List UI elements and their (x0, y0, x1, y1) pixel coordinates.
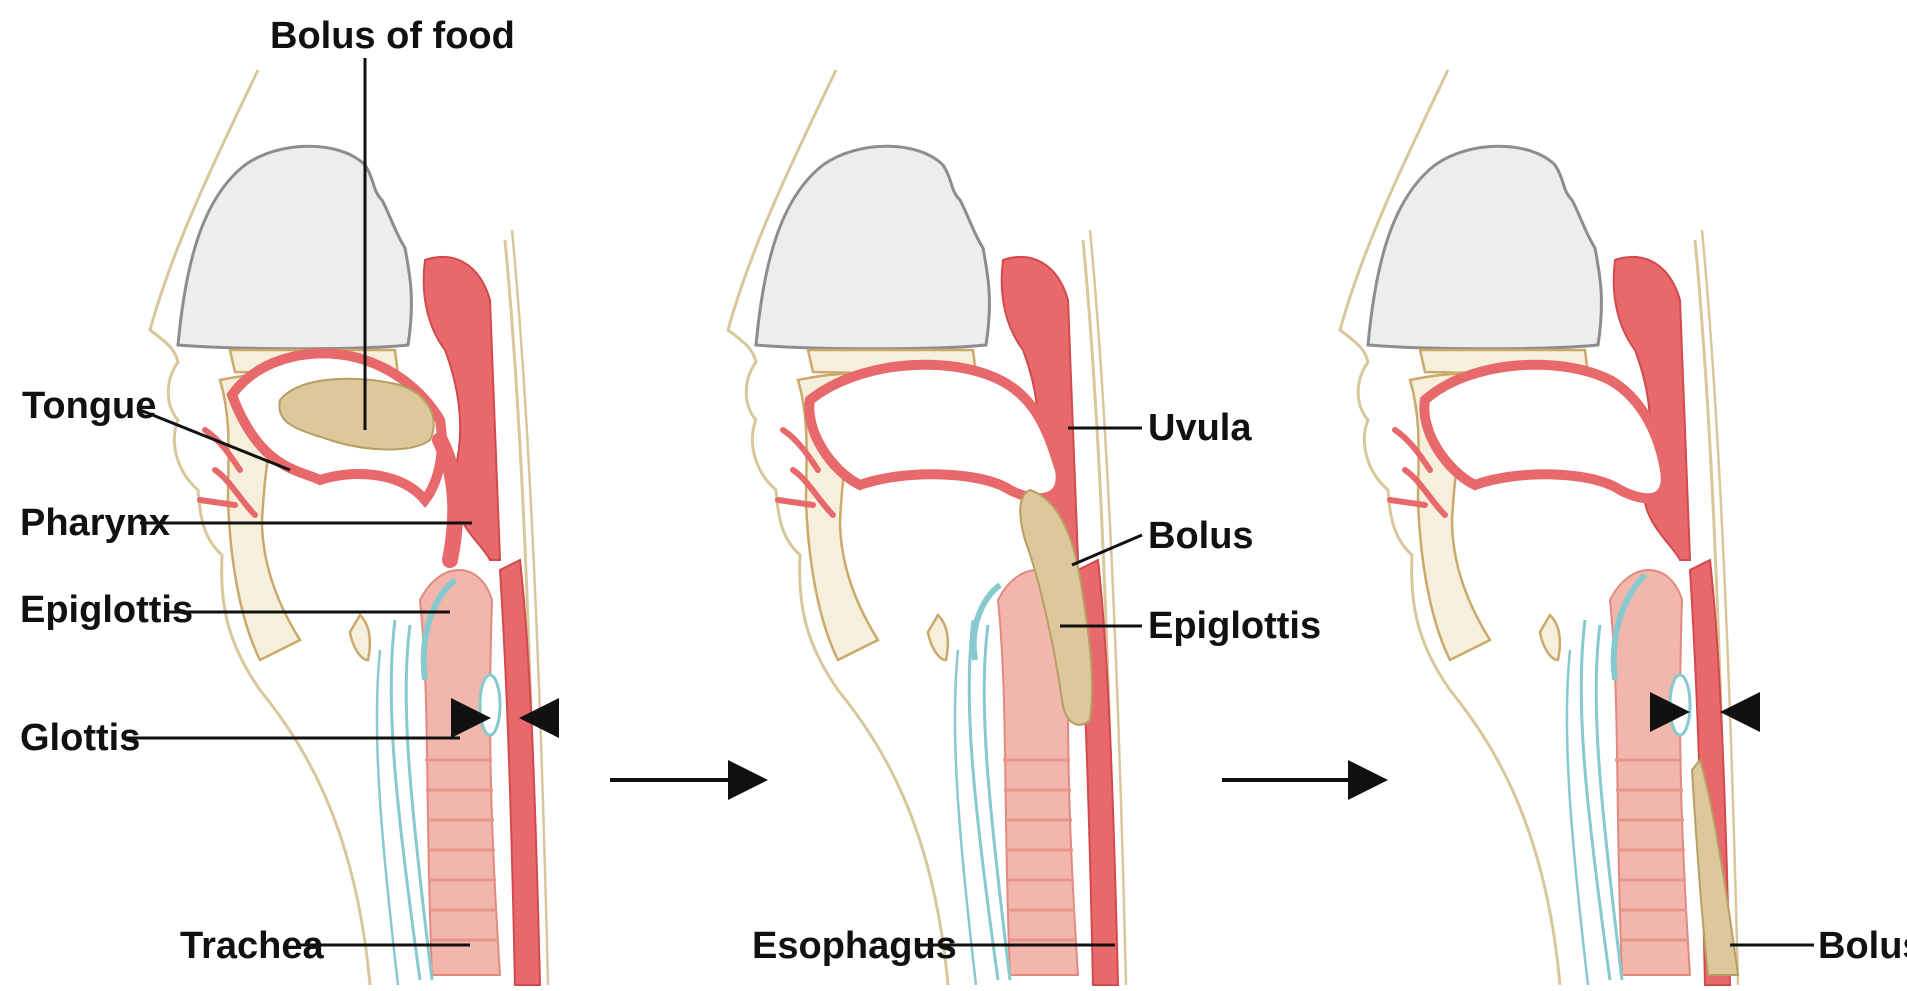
tongue-relaxed (1424, 365, 1665, 498)
leader-bolus-2 (1072, 535, 1142, 565)
panel-1: Bolus of food Tongue Pharynx Epiglottis … (20, 15, 548, 985)
panel-2: Uvula Bolus Epiglottis Esophagus (728, 70, 1321, 985)
glottis-opening-3 (1670, 675, 1690, 735)
head-section-3 (1340, 70, 1738, 985)
label-bolus-3: Bolus (1818, 925, 1907, 967)
panel-3: Bolus (1340, 70, 1907, 985)
label-epiglottis: Epiglottis (20, 589, 193, 631)
glottis-opening (480, 675, 500, 735)
label-bolus-of-food: Bolus of food (270, 15, 515, 57)
tongue-raised (809, 365, 1060, 498)
head-section-1 (150, 70, 548, 985)
label-epiglottis-2: Epiglottis (1148, 605, 1321, 647)
label-bolus-2: Bolus (1148, 515, 1254, 557)
label-tongue: Tongue (22, 385, 156, 427)
label-uvula: Uvula (1148, 407, 1252, 449)
